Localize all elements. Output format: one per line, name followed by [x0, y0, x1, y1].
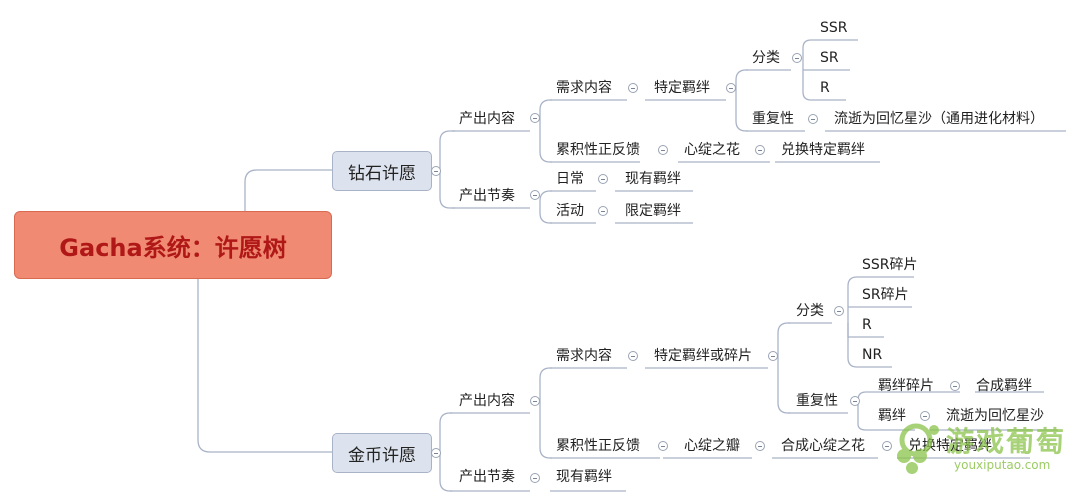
collapse-toggle-icon[interactable]: [431, 166, 441, 176]
collapse-toggle-icon[interactable]: [530, 396, 540, 406]
collapse-toggle-icon[interactable]: [628, 351, 638, 361]
watermark: 游戏葡萄 youxiputao.com: [888, 418, 1068, 478]
collapse-toggle-icon[interactable]: [755, 145, 765, 155]
diamond-wish-topic[interactable]: 钻石许愿: [332, 151, 432, 191]
gold-wish-label: 金币许愿: [348, 445, 416, 466]
collapse-toggle-icon[interactable]: [755, 441, 765, 451]
gold-petal[interactable]: 心绽之瓣: [684, 438, 740, 454]
collapse-toggle-icon[interactable]: [792, 53, 802, 63]
diamond-daily[interactable]: 日常: [556, 171, 584, 187]
diamond-ssr[interactable]: SSR: [820, 20, 848, 36]
diamond-sr[interactable]: SR: [820, 50, 839, 66]
collapse-toggle-icon[interactable]: [530, 190, 540, 200]
diamond-specific[interactable]: 特定羁绊: [654, 80, 710, 96]
collapse-toggle-icon[interactable]: [431, 448, 441, 458]
watermark-url: youxiputao.com: [954, 458, 1051, 472]
grape-logo-icon: [897, 423, 939, 474]
collapse-toggle-icon[interactable]: [598, 174, 608, 184]
gold-rhythm[interactable]: 产出节奏: [459, 469, 515, 485]
gold-feedback[interactable]: 累积性正反馈: [556, 438, 640, 454]
diamond-r[interactable]: R: [820, 80, 830, 96]
collapse-toggle-icon[interactable]: [628, 83, 638, 93]
collapse-toggle-icon[interactable]: [768, 351, 778, 361]
diamond-repeat[interactable]: 重复性: [752, 111, 794, 127]
collapse-toggle-icon[interactable]: [920, 411, 930, 421]
diamond-repeat-result[interactable]: 流逝为回忆星沙（通用进化材料）: [834, 111, 1044, 127]
collapse-toggle-icon[interactable]: [950, 381, 960, 391]
gold-output-content[interactable]: 产出内容: [459, 393, 515, 409]
collapse-toggle-icon[interactable]: [726, 83, 736, 93]
watermark-title: 游戏葡萄: [946, 425, 1067, 458]
diamond-output-content[interactable]: 产出内容: [459, 111, 515, 127]
diamond-demand[interactable]: 需求内容: [556, 80, 612, 96]
diamond-exchange[interactable]: 兑换特定羁绊: [781, 142, 865, 158]
diamond-flower[interactable]: 心绽之花: [684, 142, 740, 158]
gold-frag[interactable]: 羁绊碎片: [878, 378, 934, 394]
gold-nr[interactable]: NR: [862, 347, 883, 363]
collapse-toggle-icon[interactable]: [530, 113, 540, 123]
diamond-classify[interactable]: 分类: [752, 50, 780, 66]
gold-compose-flower[interactable]: 合成心绽之花: [781, 438, 865, 454]
diamond-wish-label: 钻石许愿: [348, 163, 416, 184]
gold-demand[interactable]: 需求内容: [556, 348, 612, 364]
gold-ssr[interactable]: SSR碎片: [862, 257, 918, 273]
gold-r[interactable]: R: [862, 317, 872, 333]
gold-sr[interactable]: SR碎片: [862, 287, 909, 303]
gold-repeat[interactable]: 重复性: [796, 393, 838, 409]
gold-bond[interactable]: 羁绊: [878, 408, 906, 424]
gold-classify[interactable]: 分类: [796, 303, 824, 319]
diamond-existing[interactable]: 现有羁绊: [625, 171, 681, 187]
gold-compose[interactable]: 合成羁绊: [976, 378, 1032, 394]
diamond-limited[interactable]: 限定羁绊: [625, 203, 681, 219]
collapse-toggle-icon[interactable]: [530, 473, 540, 483]
collapse-toggle-icon[interactable]: [598, 206, 608, 216]
gold-existing[interactable]: 现有羁绊: [556, 469, 612, 485]
collapse-toggle-icon[interactable]: [658, 145, 668, 155]
gold-wish-topic[interactable]: 金币许愿: [332, 433, 432, 473]
root-topic[interactable]: Gacha系统：许愿树: [14, 211, 332, 279]
collapse-toggle-icon[interactable]: [882, 441, 892, 451]
gold-bond-result[interactable]: 流逝为回忆星沙: [946, 408, 1044, 424]
root-title: Gacha系统：许愿树: [59, 233, 287, 262]
collapse-toggle-icon[interactable]: [834, 306, 844, 316]
diamond-rhythm[interactable]: 产出节奏: [459, 188, 515, 204]
collapse-toggle-icon[interactable]: [808, 114, 818, 124]
diamond-feedback[interactable]: 累积性正反馈: [556, 142, 640, 158]
gold-specific[interactable]: 特定羁绊或碎片: [654, 348, 752, 364]
diamond-event[interactable]: 活动: [556, 203, 584, 219]
collapse-toggle-icon[interactable]: [850, 396, 860, 406]
collapse-toggle-icon[interactable]: [658, 441, 668, 451]
